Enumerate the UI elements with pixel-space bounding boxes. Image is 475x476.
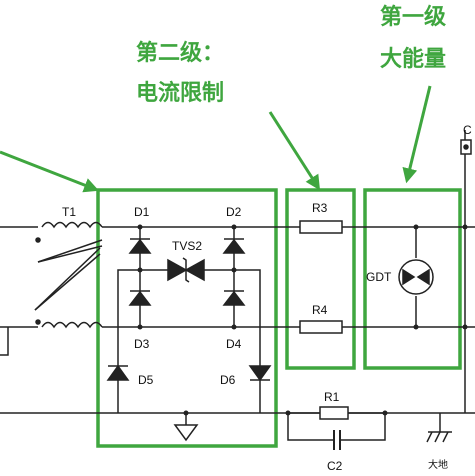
- label-t1: T1: [62, 205, 76, 219]
- label-d3: D3: [134, 337, 150, 351]
- resistor-r1: [319, 406, 349, 420]
- box-stage2: [285, 188, 356, 370]
- diodes-bridge: [106, 238, 272, 382]
- highlight-boxes: [96, 188, 462, 448]
- stage1-label-line2: 大能量: [380, 47, 447, 72]
- capacitor-c2: [333, 430, 341, 450]
- label-r4: R4: [312, 303, 328, 317]
- label-d4: D4: [226, 337, 242, 351]
- diode-d2: [222, 238, 246, 254]
- label-d6: D6: [220, 373, 236, 387]
- label-d2: D2: [226, 205, 242, 219]
- label-gdt: GDT: [366, 270, 392, 284]
- gdt-tube: [398, 259, 434, 295]
- label-c-top: C: [463, 123, 472, 137]
- label-d1: D1: [134, 205, 150, 219]
- junctions: [137, 224, 468, 416]
- ground-symbol: [173, 424, 199, 442]
- label-tvs2: TVS2: [172, 239, 202, 253]
- annotation-arrows: [0, 85, 432, 193]
- resistor-r4: [299, 320, 343, 334]
- tvs-diode: [167, 257, 205, 283]
- label-r3: R3: [312, 201, 328, 215]
- arrow-left: [0, 150, 99, 193]
- stage2-label-line2: 电流限制: [136, 81, 225, 106]
- arrow-stage1: [402, 85, 432, 184]
- label-c2: C2: [327, 459, 343, 473]
- box-stage1: [363, 188, 462, 370]
- box-stage3: [96, 188, 278, 448]
- resistors: [299, 220, 349, 420]
- label-d5: D5: [138, 373, 154, 387]
- resistor-r3: [299, 220, 343, 234]
- diode-d1: [128, 238, 152, 254]
- diode-d6: [248, 365, 272, 382]
- earth-symbol: [426, 431, 452, 443]
- label-ground: 大地: [428, 458, 448, 471]
- diode-d3: [128, 290, 152, 306]
- stage2-label-line1: 第二级：: [136, 41, 225, 66]
- label-r1: R1: [324, 390, 340, 404]
- diode-d5: [106, 364, 130, 381]
- diode-d4: [222, 290, 246, 306]
- transformer-t1: [35, 221, 103, 329]
- stage1-label-line1: 第一级: [380, 5, 447, 30]
- arrow-stage2: [268, 111, 321, 191]
- connector-c: [460, 139, 472, 155]
